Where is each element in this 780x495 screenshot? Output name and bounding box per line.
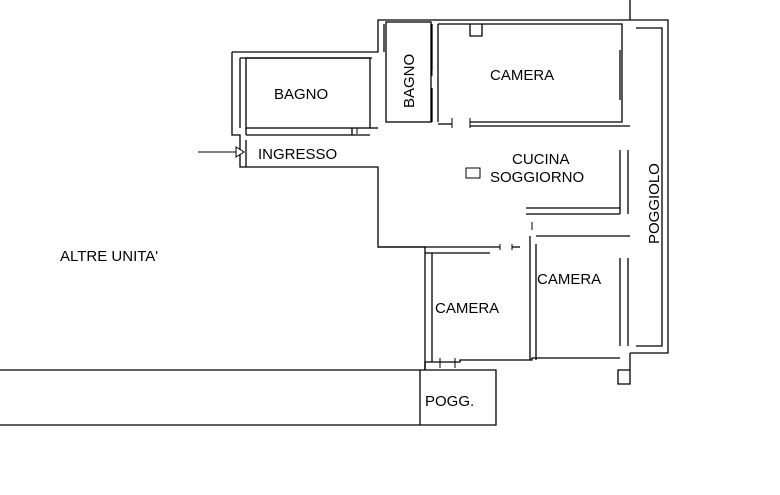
room-label-camera-bottom: CAMERA — [435, 300, 499, 317]
room-label-bagno: BAGNO — [274, 86, 328, 103]
room-label-poggiolo: POGGIOLO — [646, 163, 663, 244]
room-label-bagno-small: BAGNO — [401, 54, 418, 108]
room-label-camera-top: CAMERA — [490, 67, 554, 84]
room-label-pogg: POGG. — [425, 393, 474, 410]
room-label-soggiorno: SOGGIORNO — [490, 169, 584, 186]
interior-walls — [245, 21, 630, 360]
room-label-camera-right: CAMERA — [537, 271, 601, 288]
door-marks — [356, 70, 533, 368]
label-altre-unita: ALTRE UNITA' — [60, 248, 158, 265]
room-label-ingresso: INGRESSO — [258, 146, 337, 163]
kitchen-counter-icon — [465, 167, 481, 179]
external-lines — [0, 369, 497, 426]
entry-arrow-icon — [198, 146, 245, 158]
room-label-cucina: CUCINA — [512, 151, 570, 168]
